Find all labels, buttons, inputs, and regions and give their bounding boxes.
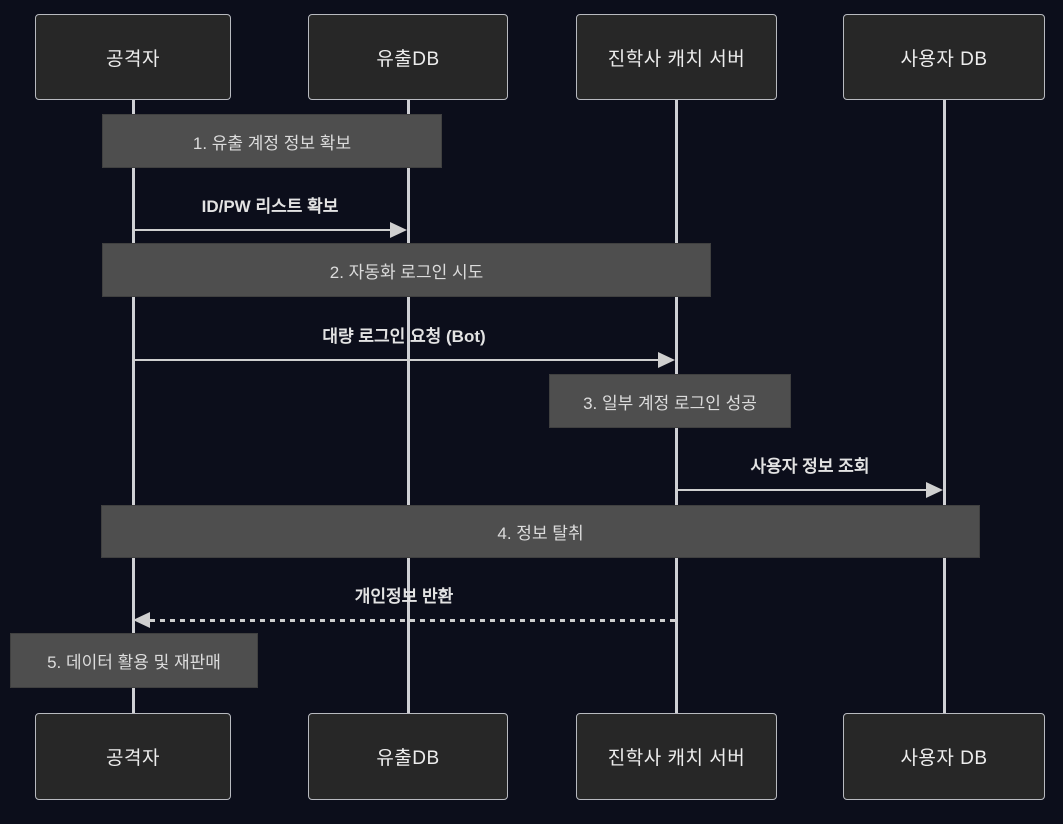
actor-attacker-top: 공격자 bbox=[35, 14, 231, 100]
lifeline-attacker bbox=[131, 100, 135, 713]
note-2-label: 2. 자동화 로그인 시도 bbox=[329, 262, 484, 282]
message-3-line bbox=[676, 489, 929, 491]
note-1-label: 1. 유출 계정 정보 확보 bbox=[192, 133, 352, 153]
message-4-label: 개인정보 반환 bbox=[354, 587, 454, 606]
actor-user-db-label: 사용자 DB bbox=[900, 48, 988, 70]
note-3: 3. 일부 계정 로그인 성공 bbox=[549, 374, 791, 428]
message-2-arrowhead-icon bbox=[658, 352, 675, 368]
actor-leaked-db-label: 유출DB bbox=[376, 48, 440, 70]
note-1: 1. 유출 계정 정보 확보 bbox=[102, 114, 442, 168]
actor-attacker-label: 공격자 bbox=[106, 748, 160, 769]
message-2-line bbox=[133, 359, 661, 361]
actor-user-db-bottom: 사용자 DB bbox=[843, 713, 1045, 800]
message-1-arrowhead-icon bbox=[390, 222, 407, 238]
note-4: 4. 정보 탈취 bbox=[101, 505, 980, 558]
note-3-label: 3. 일부 계정 로그인 성공 bbox=[583, 393, 757, 413]
actor-catch-server-label: 진학사 캐치 서버 bbox=[607, 748, 746, 769]
actor-catch-server-top: 진학사 캐치 서버 bbox=[576, 14, 777, 100]
note-5: 5. 데이터 활용 및 재판매 bbox=[10, 633, 258, 688]
message-3-label: 사용자 정보 조회 bbox=[750, 457, 870, 476]
message-1-line bbox=[133, 229, 393, 231]
message-4-line bbox=[150, 619, 676, 622]
message-3-arrowhead-icon bbox=[926, 482, 943, 498]
actor-leaked-db-bottom: 유출DB bbox=[308, 713, 508, 800]
lifeline-user-db bbox=[942, 100, 946, 713]
actor-user-db-label: 사용자 DB bbox=[900, 748, 988, 769]
message-2-label: 대량 로그인 요청 (Bot) bbox=[322, 327, 486, 346]
actor-catch-server-bottom: 진학사 캐치 서버 bbox=[576, 713, 777, 800]
message-4-arrowhead-icon bbox=[133, 612, 150, 628]
note-4-label: 4. 정보 탈취 bbox=[497, 524, 584, 543]
actor-user-db-top: 사용자 DB bbox=[843, 14, 1045, 100]
lifeline-leaked-db bbox=[406, 100, 410, 713]
actor-catch-server-label: 진학사 캐치 서버 bbox=[607, 48, 746, 70]
actor-leaked-db-top: 유출DB bbox=[308, 14, 508, 100]
actor-leaked-db-label: 유출DB bbox=[376, 748, 440, 769]
actor-attacker-label: 공격자 bbox=[106, 48, 160, 70]
note-2: 2. 자동화 로그인 시도 bbox=[102, 243, 711, 297]
message-1-label: ID/PW 리스트 확보 bbox=[201, 197, 339, 216]
actor-attacker-bottom: 공격자 bbox=[35, 713, 231, 800]
note-5-label: 5. 데이터 활용 및 재판매 bbox=[47, 653, 221, 672]
